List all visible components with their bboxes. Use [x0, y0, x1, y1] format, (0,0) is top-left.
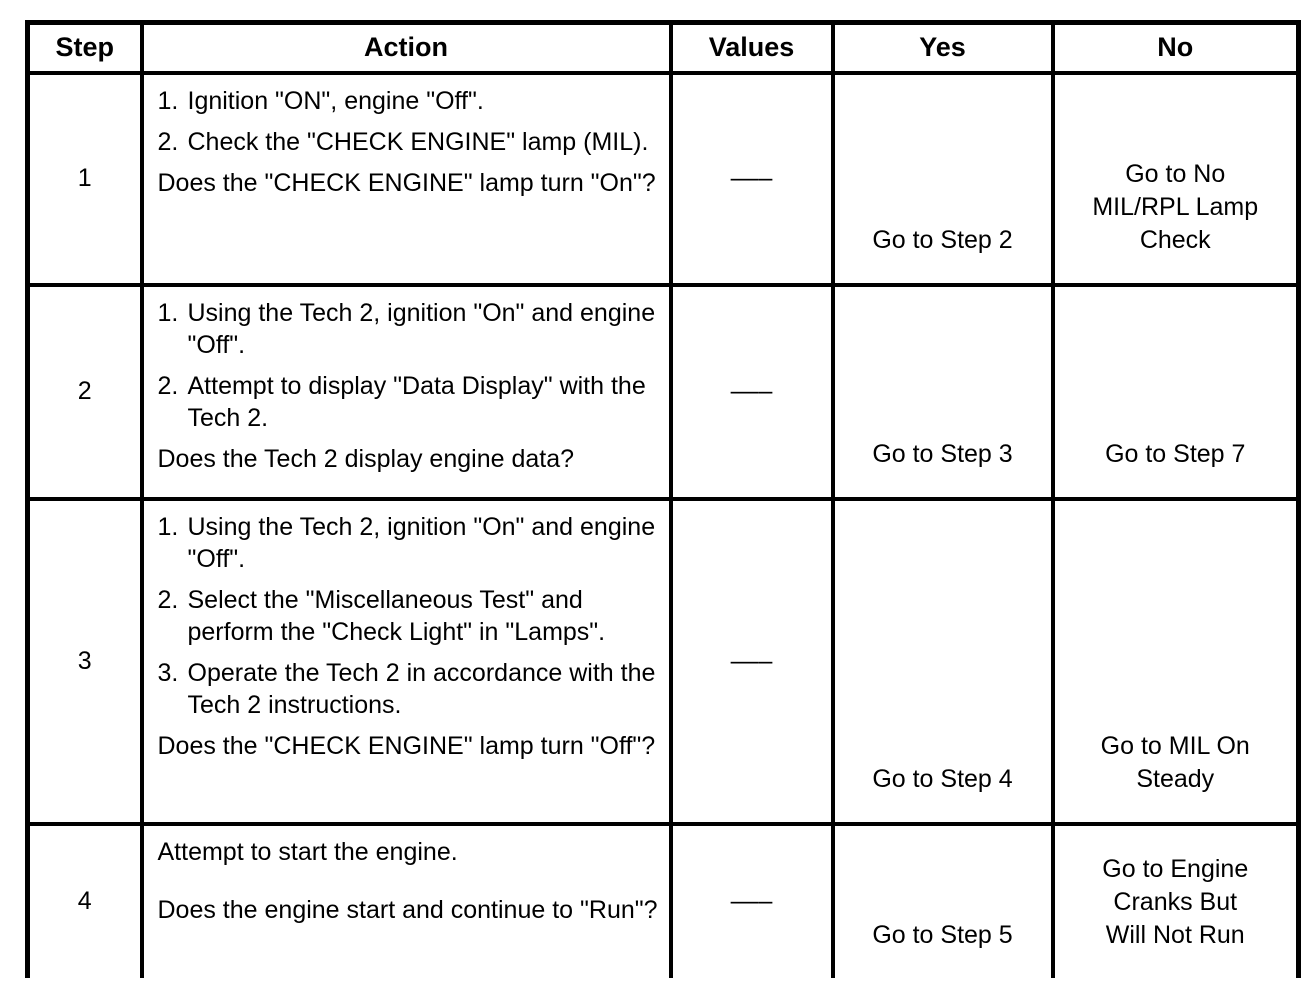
yes-cell: Go to Step 3: [830, 282, 1055, 501]
diagnostic-table: Step Action Values Yes No 1 1. Ignition …: [25, 20, 1301, 978]
no-cell: Go to No MIL/RPL Lamp Check: [1050, 70, 1301, 287]
step-number: 4: [25, 821, 144, 978]
yes-cell: Go to Step 4: [830, 496, 1055, 826]
column-header-step: Step: [25, 20, 144, 75]
action-item-number: 3.: [157, 658, 179, 687]
no-cell-line: Steady: [1136, 764, 1215, 793]
action-intro: Attempt to start the engine.: [157, 837, 458, 866]
column-header-action: Action: [139, 20, 673, 75]
action-cell: 1. Ignition "ON", engine "Off". 2. Check…: [139, 70, 673, 287]
step-number: 1: [25, 70, 144, 287]
column-header-yes: Yes: [830, 20, 1055, 75]
action-item: 1. Using the Tech 2, ignition "On" and e…: [158, 297, 659, 361]
no-cell: Go to Engine Cranks But Will Not Run: [1050, 821, 1301, 978]
action-cell: Attempt to start the engine. Does the en…: [139, 821, 673, 978]
action-item-number: 1.: [157, 86, 179, 115]
action-item-number: 1.: [157, 512, 179, 541]
no-cell-line: Will Not Run: [1105, 920, 1245, 949]
action-item-text: Attempt to display "Data Display" with t…: [187, 371, 646, 432]
no-cell-line: Go to No: [1125, 159, 1226, 188]
no-cell-line: Check: [1139, 225, 1211, 254]
action-item-number: 2.: [157, 585, 179, 614]
table-row: 2 1. Using the Tech 2, ignition "On" and…: [25, 282, 1301, 501]
no-cell: Go to MIL On Steady: [1050, 496, 1301, 826]
yes-cell: Go to Step 2: [830, 70, 1055, 287]
no-cell-line: Go to Engine: [1102, 854, 1249, 883]
no-cell-line: MIL/RPL Lamp: [1092, 192, 1259, 221]
no-cell: Go to Step 7: [1050, 282, 1301, 501]
column-header-values: Values: [668, 20, 835, 75]
values-cell: –––: [668, 821, 835, 978]
action-item-text: Operate the Tech 2 in accordance with th…: [187, 658, 656, 719]
action-item: 2. Check the "CHECK ENGINE" lamp (MIL).: [158, 126, 659, 158]
values-cell: –––: [668, 70, 835, 287]
action-item-number: 1.: [157, 298, 179, 327]
action-item: 2. Select the "Miscellaneous Test" and p…: [158, 584, 659, 648]
table-row: 4 Attempt to start the engine. Does the …: [25, 821, 1301, 978]
no-cell-line: Go to Step 7: [1105, 439, 1246, 468]
action-item: 1. Ignition "ON", engine "Off".: [158, 85, 659, 117]
action-item: 2. Attempt to display "Data Display" wit…: [158, 370, 659, 434]
action-cell: 1. Using the Tech 2, ignition "On" and e…: [139, 496, 673, 826]
action-item: 3. Operate the Tech 2 in accordance with…: [158, 657, 659, 721]
action-item-text: Using the Tech 2, ignition "On" and engi…: [187, 512, 656, 573]
action-item-number: 2.: [157, 127, 179, 156]
action-item-text: Using the Tech 2, ignition "On" and engi…: [187, 298, 656, 359]
no-cell-line: Cranks But: [1113, 887, 1238, 916]
action-cell: 1. Using the Tech 2, ignition "On" and e…: [139, 282, 673, 501]
values-cell: –––: [668, 496, 835, 826]
action-item-text: Check the "CHECK ENGINE" lamp (MIL).: [187, 127, 649, 156]
action-question: Does the engine start and continue to "R…: [157, 895, 658, 924]
action-item: 1. Using the Tech 2, ignition "On" and e…: [158, 511, 659, 575]
action-item-number: 2.: [157, 371, 179, 400]
action-question: Does the Tech 2 display engine data?: [157, 444, 575, 473]
yes-cell: Go to Step 5: [830, 821, 1055, 978]
step-number: 3: [25, 496, 144, 826]
table-row: 1 1. Ignition "ON", engine "Off". 2. Che…: [25, 70, 1301, 287]
action-item-text: Select the "Miscellaneous Test" and perf…: [187, 585, 606, 646]
no-cell-line: Go to MIL On: [1100, 731, 1250, 760]
header-row: Step Action Values Yes No: [25, 20, 1301, 75]
action-item-text: Ignition "ON", engine "Off".: [187, 86, 484, 115]
step-number: 2: [25, 282, 144, 501]
table-row: 3 1. Using the Tech 2, ignition "On" and…: [25, 496, 1301, 826]
action-question: Does the "CHECK ENGINE" lamp turn "On"?: [157, 168, 656, 197]
action-question: Does the "CHECK ENGINE" lamp turn "Off"?: [157, 731, 656, 760]
column-header-no: No: [1050, 20, 1301, 75]
values-cell: –––: [668, 282, 835, 501]
